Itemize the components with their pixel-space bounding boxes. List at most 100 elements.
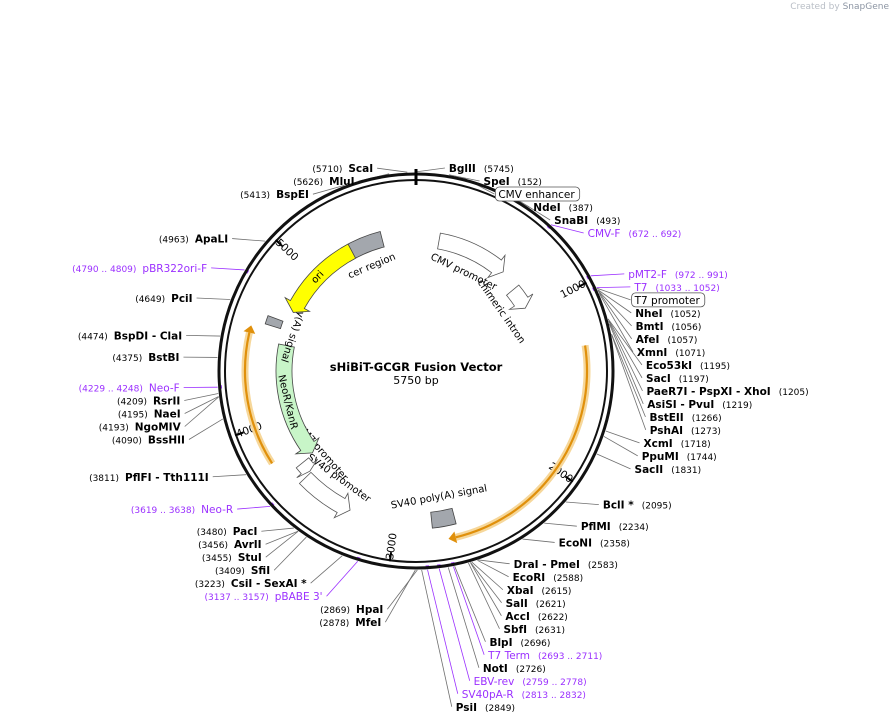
site-position: (972 .. 991)	[675, 271, 728, 281]
site-position: (1056)	[671, 323, 701, 333]
site-name: SV40pA-R	[462, 689, 514, 701]
site-name: PshAI	[650, 425, 683, 437]
label-leader	[477, 559, 509, 578]
site-name: BssHII	[148, 435, 185, 447]
enzyme-label-pshai: PshAI (1273)	[650, 425, 721, 437]
orf-arc	[243, 332, 274, 465]
enzyme-label-bcli: BclI *(2095)	[603, 500, 672, 512]
site-name: T7	[633, 282, 647, 294]
site-name: BstBI	[148, 352, 179, 364]
site-name: SalI	[506, 598, 528, 610]
site-position: (4963)	[159, 236, 189, 246]
enzyme-label-ecori: EcoRI(2588)	[513, 572, 584, 584]
site-labels: BglII(5745)SpeI(152)CMV enhancerNdeI(387…	[72, 163, 809, 714]
bp-tick	[388, 552, 393, 562]
site-name: BclI *	[603, 500, 634, 512]
site-name: T7 promoter	[634, 295, 701, 307]
site-name: pBABE 3'	[275, 591, 323, 603]
site-name: SpeI	[484, 176, 510, 188]
site-name: EBV-rev	[474, 676, 515, 688]
enzyme-label-rsrii: RsrII(4209)	[117, 396, 180, 408]
site-position: (3455)	[202, 554, 232, 564]
bp-tick-label: 1000	[559, 278, 588, 301]
enzyme-label-stui: StuI(3455)	[202, 552, 262, 564]
label-leader	[596, 287, 631, 301]
site-name: EcoRI	[513, 572, 546, 584]
site-position: (1266)	[692, 414, 722, 424]
site-position: (5710)	[312, 165, 342, 175]
enzyme-label-bglii: BglII(5745)	[449, 163, 514, 175]
label-leader	[232, 238, 266, 242]
site-position: (5626)	[293, 178, 323, 188]
site-position: (2631)	[535, 626, 565, 636]
label-leader	[478, 559, 510, 565]
label-leader	[186, 334, 221, 337]
site-position: (2583)	[588, 561, 618, 571]
site-name: XbaI	[507, 585, 534, 597]
label-leader	[265, 531, 299, 558]
label-leader	[544, 522, 577, 527]
feature-label: SV40 poly(A) signal	[390, 483, 488, 511]
site-position: (3811)	[89, 474, 119, 484]
enzyme-label-paci: PacI(3480)	[197, 526, 258, 538]
site-position: (1744)	[687, 453, 717, 463]
site-name: NotI	[483, 663, 508, 675]
site-name: MfeI	[355, 617, 381, 629]
enzyme-label-xcmi: XcmI(1718)	[644, 438, 711, 450]
enzyme-label-acci: AccI(2622)	[505, 611, 567, 623]
site-position: (2878)	[319, 619, 349, 629]
site-position: (1219)	[722, 401, 752, 411]
site-name: pBR322ori-F	[142, 263, 207, 275]
site-name: PpuMI	[642, 451, 679, 463]
enzyme-label-paer7i-pspxi-xhoi: PaeR7I - PspXI - XhoI(1205)	[646, 386, 808, 398]
enzyme-label-naei: NaeI(4195)	[118, 409, 181, 421]
site-name: PacI	[233, 526, 258, 538]
site-name: XmnI	[637, 347, 667, 359]
label-leader	[414, 167, 445, 173]
site-position: (2622)	[538, 613, 568, 623]
bp-tick-label: 5000	[273, 237, 301, 264]
enzyme-label-econi: EcoNI(2358)	[559, 537, 630, 549]
feature-callout-t7-promoter: T7 promoter	[631, 292, 706, 308]
site-position: (5413)	[240, 191, 270, 201]
watermark-brand: SnapGene	[842, 2, 889, 12]
label-leader	[421, 569, 453, 707]
label-leader	[469, 562, 502, 616]
enzyme-label-sali: SalI(2621)	[506, 598, 566, 610]
site-position: (1052)	[671, 310, 701, 320]
enzyme-label-asisi-pvui: AsiSI - PvuI(1219)	[647, 399, 752, 411]
site-name: CsiI - SexAI *	[231, 578, 307, 590]
plasmid-size: 5750 bp	[393, 374, 438, 387]
callout-box	[494, 186, 581, 202]
site-name: XcmI	[644, 438, 673, 450]
site-name: Neo-F	[149, 383, 180, 395]
label-leader	[184, 393, 219, 401]
site-position: (1195)	[700, 362, 730, 372]
site-position: (2849)	[485, 704, 515, 714]
site-name: AfeI	[636, 334, 660, 346]
site-position: (493)	[596, 217, 620, 227]
orf-arcs	[241, 325, 591, 544]
site-position: (1831)	[671, 466, 701, 476]
site-position: (4649)	[135, 295, 165, 305]
site-position: (2358)	[600, 539, 630, 549]
site-position: (1273)	[691, 427, 721, 437]
site-position: (2813 .. 2832)	[522, 691, 586, 701]
feature-chimeric-intron	[505, 284, 534, 310]
feature-sv40-poly-a-signal	[430, 507, 457, 529]
site-position: (4195)	[118, 411, 148, 421]
site-position: (672 .. 692)	[628, 230, 681, 240]
bp-tick	[578, 281, 587, 288]
primer-label-ebv-rev: EBV-rev(2759 .. 2778)	[474, 676, 587, 688]
site-position: (3137 .. 3157)	[204, 593, 268, 603]
enzyme-label-pflfi-tth111i: PflFI - Tth111I(3811)	[89, 472, 209, 484]
label-leader	[550, 224, 584, 234]
feature-sv40-promoter	[298, 471, 351, 519]
site-name: SacII	[635, 464, 664, 476]
site-name: SacI	[646, 373, 671, 385]
primer-label-cmv-f: CMV-F(672 .. 692)	[588, 228, 682, 240]
site-name: RsrII	[153, 396, 180, 408]
site-name: SfiI	[251, 565, 270, 577]
site-position: (2234)	[619, 523, 649, 533]
site-name: NheI	[635, 308, 662, 320]
